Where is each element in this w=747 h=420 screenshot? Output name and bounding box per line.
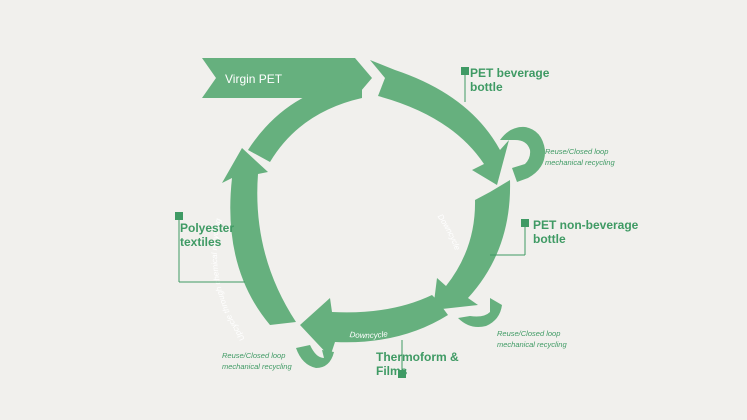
loop-arrow-top-right [500, 126, 546, 182]
arc-right-downcycle [433, 180, 511, 310]
arc-label-downcycle-bottom: Downcycle [349, 329, 389, 340]
marker-pet-non-beverage [490, 219, 529, 256]
node-label-polyester: Polyester textiles [180, 221, 235, 249]
arc-label-downcycle-right: Downcycle [436, 212, 462, 251]
node-label-pet-beverage: PET beverage bottle [470, 66, 550, 94]
loop-arrow-bottom-right [458, 298, 502, 327]
loop-note-bottom-right: Reuse/Closed loop mechanical recycling [497, 329, 567, 349]
arc-top-left [248, 80, 362, 162]
arc-bottom-downcycle [300, 295, 448, 357]
node-label-pet-non-beverage: PET non-beverage bottle [533, 218, 639, 246]
arc-left-upcycle [222, 148, 296, 325]
marker-thermoform [398, 340, 406, 378]
loop-arrow-bottom-left [296, 345, 334, 368]
virgin-pet-label: Virgin PET [225, 72, 283, 86]
node-label-thermoform: Thermoform & Films [376, 350, 459, 378]
loop-note-top-right: Reuse/Closed loop mechanical recycling [545, 147, 615, 167]
marker-pet-beverage [461, 67, 469, 102]
loop-note-bottom-left: Reuse/Closed loop mechanical recycling [222, 351, 292, 371]
arc-top-right [370, 60, 509, 185]
marker-polyester [175, 212, 245, 283]
